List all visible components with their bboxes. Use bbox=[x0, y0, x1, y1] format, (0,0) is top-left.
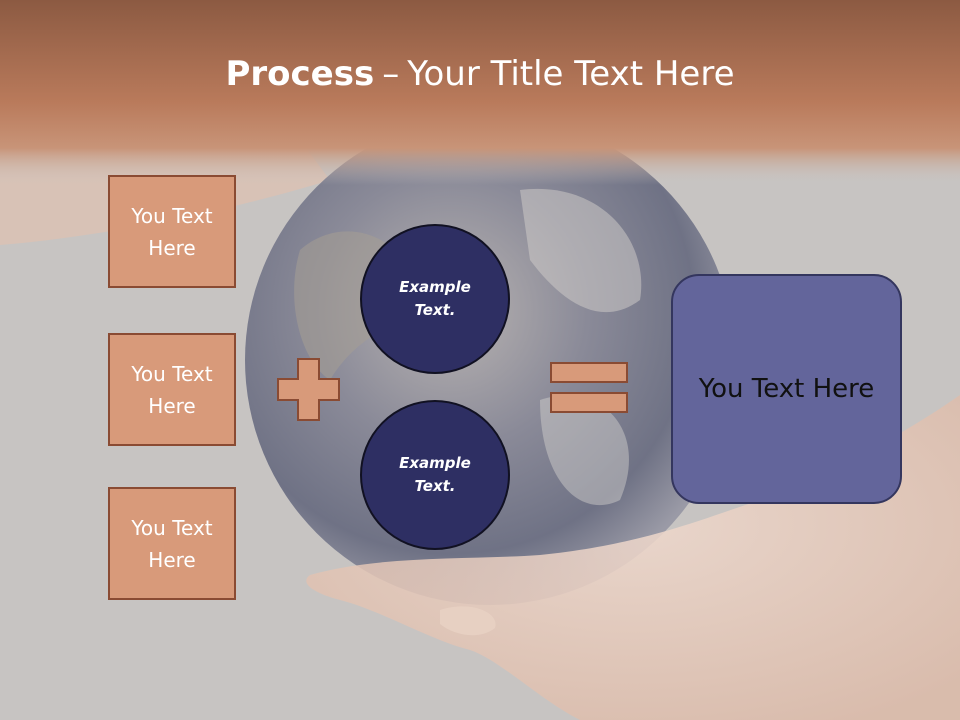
title-rest: Your Title Text Here bbox=[407, 54, 735, 94]
text-box-3[interactable]: You Text Here bbox=[108, 487, 236, 600]
text-box-2[interactable]: You Text Here bbox=[108, 333, 236, 446]
slide-title: Process–Your Title Text Here bbox=[0, 52, 960, 96]
example-circle-1-label: Example Text. bbox=[399, 278, 471, 319]
example-circle-2[interactable]: Example Text. bbox=[360, 400, 510, 550]
text-box-1[interactable]: You Text Here bbox=[108, 175, 236, 288]
result-box[interactable]: You Text Here bbox=[671, 274, 902, 504]
example-circle-2-label: Example Text. bbox=[399, 454, 471, 495]
example-circle-1[interactable]: Example Text. bbox=[360, 224, 510, 374]
result-box-label: You Text Here bbox=[698, 374, 875, 404]
title-bold: Process bbox=[225, 54, 375, 94]
equals-icon bbox=[550, 362, 628, 413]
text-box-1-label: You Text Here bbox=[131, 203, 213, 260]
plus-icon bbox=[277, 358, 340, 421]
text-box-3-label: You Text Here bbox=[131, 515, 213, 572]
text-box-2-label: You Text Here bbox=[131, 361, 213, 418]
title-dash: – bbox=[382, 54, 400, 94]
